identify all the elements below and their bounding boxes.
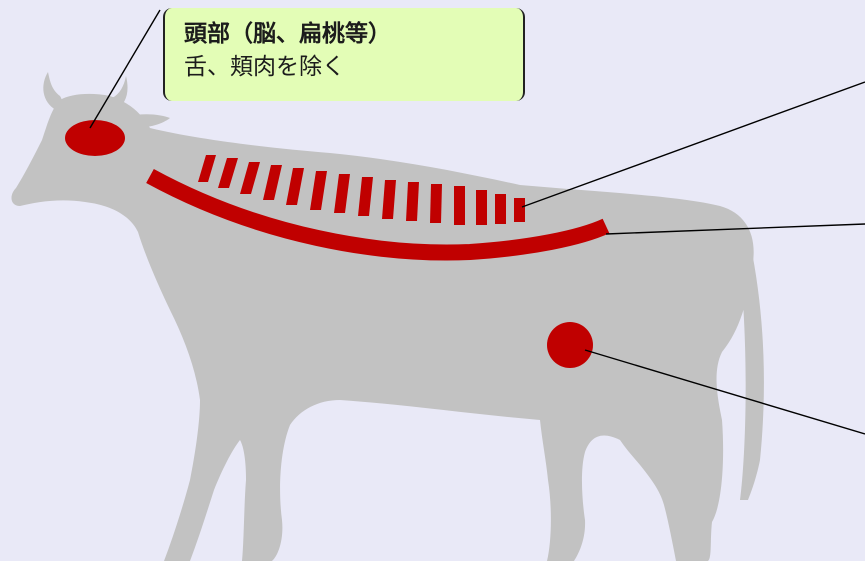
- vertebra: [240, 162, 260, 194]
- head-callout: 頭部（脳、扁桃等） 舌、頬肉を除く: [163, 8, 525, 101]
- vertebra: [476, 190, 487, 225]
- head-spot: [65, 120, 125, 156]
- vertebra: [334, 174, 350, 213]
- vertebra: [514, 198, 525, 222]
- vertebra: [358, 177, 373, 216]
- vertebrae-leader-line: [521, 81, 865, 208]
- cow-silhouette: [11, 72, 764, 561]
- leader-lines: [89, 9, 865, 435]
- vertebra: [430, 184, 442, 223]
- vertebra: [198, 155, 216, 182]
- vertebra: [263, 165, 282, 200]
- vertebra: [382, 180, 396, 219]
- vertebra: [286, 168, 304, 205]
- spinal-column: [146, 168, 610, 261]
- vertebra: [406, 182, 419, 221]
- vertebra: [454, 186, 465, 225]
- cow-body: [11, 93, 754, 561]
- vertebra: [495, 194, 506, 224]
- vertebra: [310, 171, 327, 210]
- intestine-leader-line: [584, 349, 865, 435]
- left-horn: [43, 72, 63, 110]
- head-leader-line: [89, 9, 161, 129]
- vertebra: [218, 158, 238, 188]
- callout-title: 頭部（脳、扁桃等）: [184, 21, 391, 47]
- callout-subtitle: 舌、頬肉を除く: [184, 54, 345, 80]
- intestine-spot: [547, 322, 593, 368]
- ear: [122, 114, 170, 128]
- vertebrae: [198, 155, 525, 225]
- tail: [738, 224, 764, 500]
- spinal-cord-leader-line: [605, 223, 865, 235]
- right-horn: [108, 76, 128, 110]
